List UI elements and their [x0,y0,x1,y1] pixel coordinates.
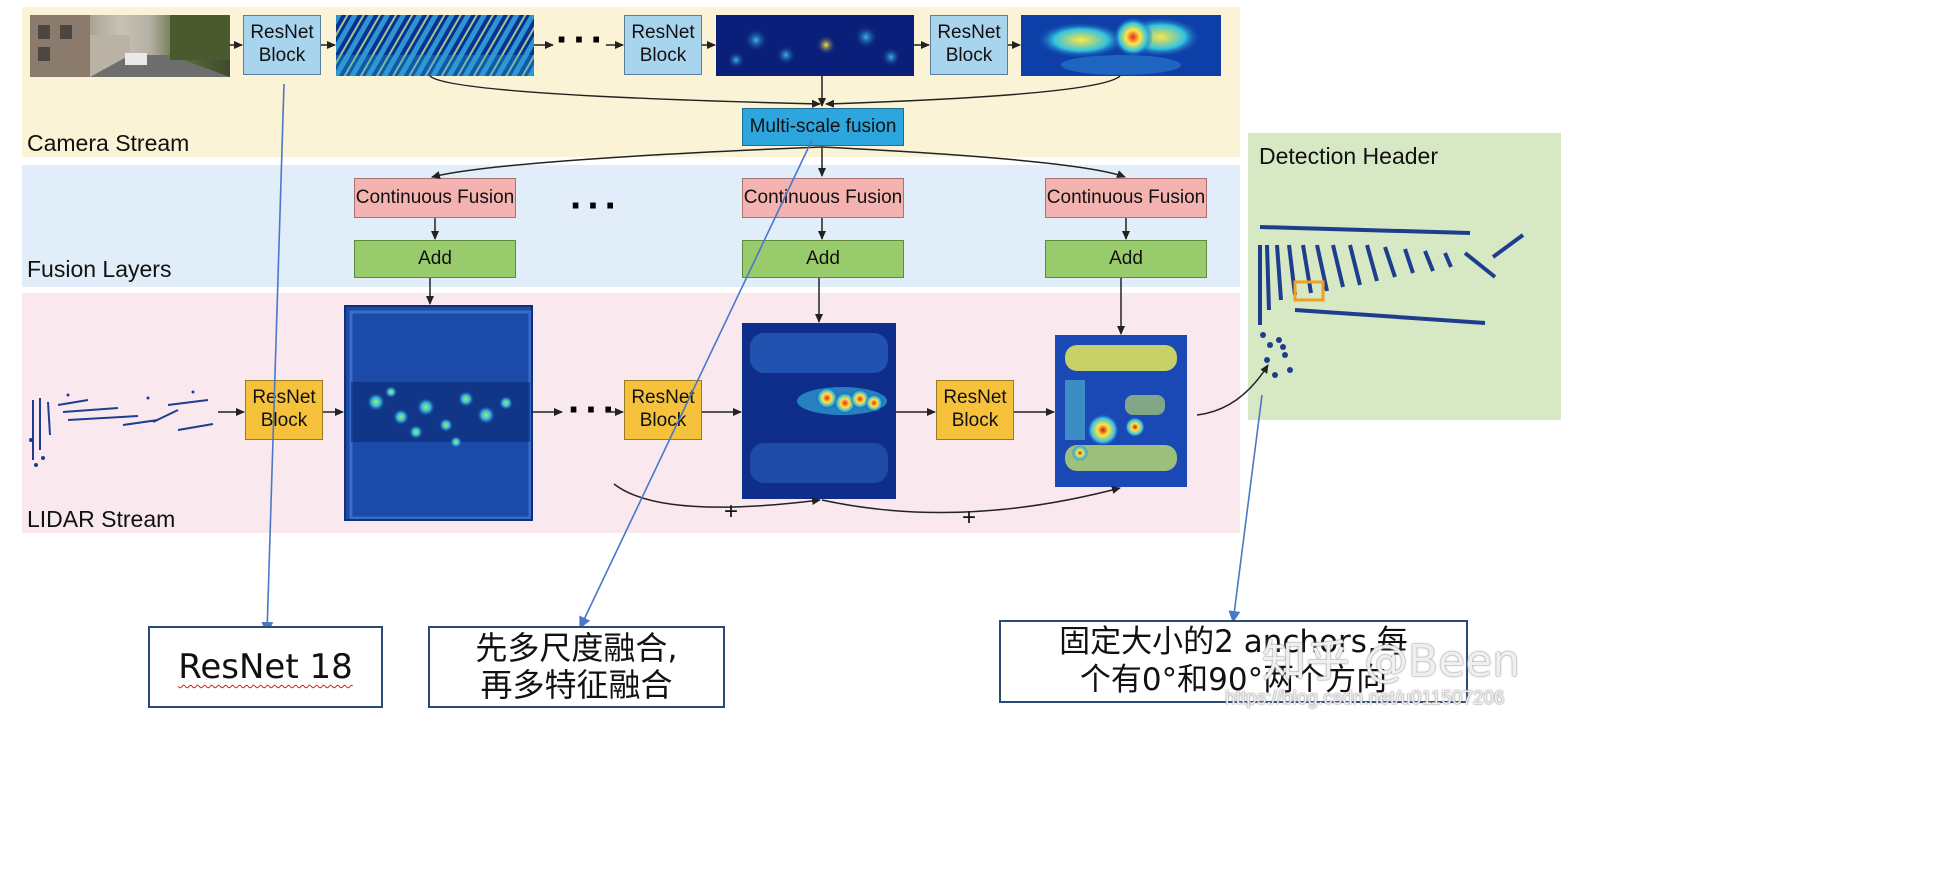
note-anchors: 固定大小的2 anchors,每 个有0°和90°两个方向 [999,620,1468,703]
camera-ellipsis: ··· [556,18,608,62]
camera-feature-map-3 [1021,15,1221,76]
lidar-feature-map-3 [1055,335,1187,487]
fusion-ellipsis: ··· [570,184,622,228]
continuous-fusion-block-1: Continuous Fusion [354,178,516,218]
lidar-stream-label: LIDAR Stream [27,506,176,532]
lidar-ellipsis: ··· [568,388,620,432]
residual-plus-2: + [962,504,977,531]
camera-resnet-block-1: ResNet Block [243,15,321,75]
note-resnet-18: ResNet 18 [148,626,383,708]
lidar-resnet-block-2: ResNet Block [624,380,702,440]
lidar-feature-map-2 [742,323,896,499]
add-block-3: Add [1045,240,1207,278]
detection-point-cloud [1255,205,1535,385]
detection-header-label: Detection Header [1259,143,1438,169]
camera-resnet-block-2: ResNet Block [624,15,702,75]
note-fusion-order: 先多尺度融合, 再多特征融合 [428,626,725,708]
lidar-resnet-block-1: ResNet Block [245,380,323,440]
add-block-1: Add [354,240,516,278]
fusion-layers-label: Fusion Layers [27,256,172,282]
multi-scale-fusion-block: Multi-scale fusion [742,108,904,146]
zhihu-watermark: 知乎 @Been [1262,636,1521,687]
csdn-watermark: https://blog.csdn.net/u011507206 [1225,688,1505,709]
residual-plus-1: + [724,498,739,525]
lidar-point-cloud [28,380,218,470]
add-block-2: Add [742,240,904,278]
lidar-resnet-block-3: ResNet Block [936,380,1014,440]
camera-feature-map-2 [716,15,914,76]
camera-stream-label: Camera Stream [27,130,190,156]
fusion-layers-band [22,165,1240,287]
lidar-feature-map-1 [344,305,533,521]
camera-resnet-block-3: ResNet Block [930,15,1008,75]
continuous-fusion-block-2: Continuous Fusion [742,178,904,218]
continuous-fusion-block-3: Continuous Fusion [1045,178,1207,218]
detection-header-band [1248,133,1561,420]
camera-street-photo [30,15,230,77]
camera-feature-map-1 [336,15,534,76]
